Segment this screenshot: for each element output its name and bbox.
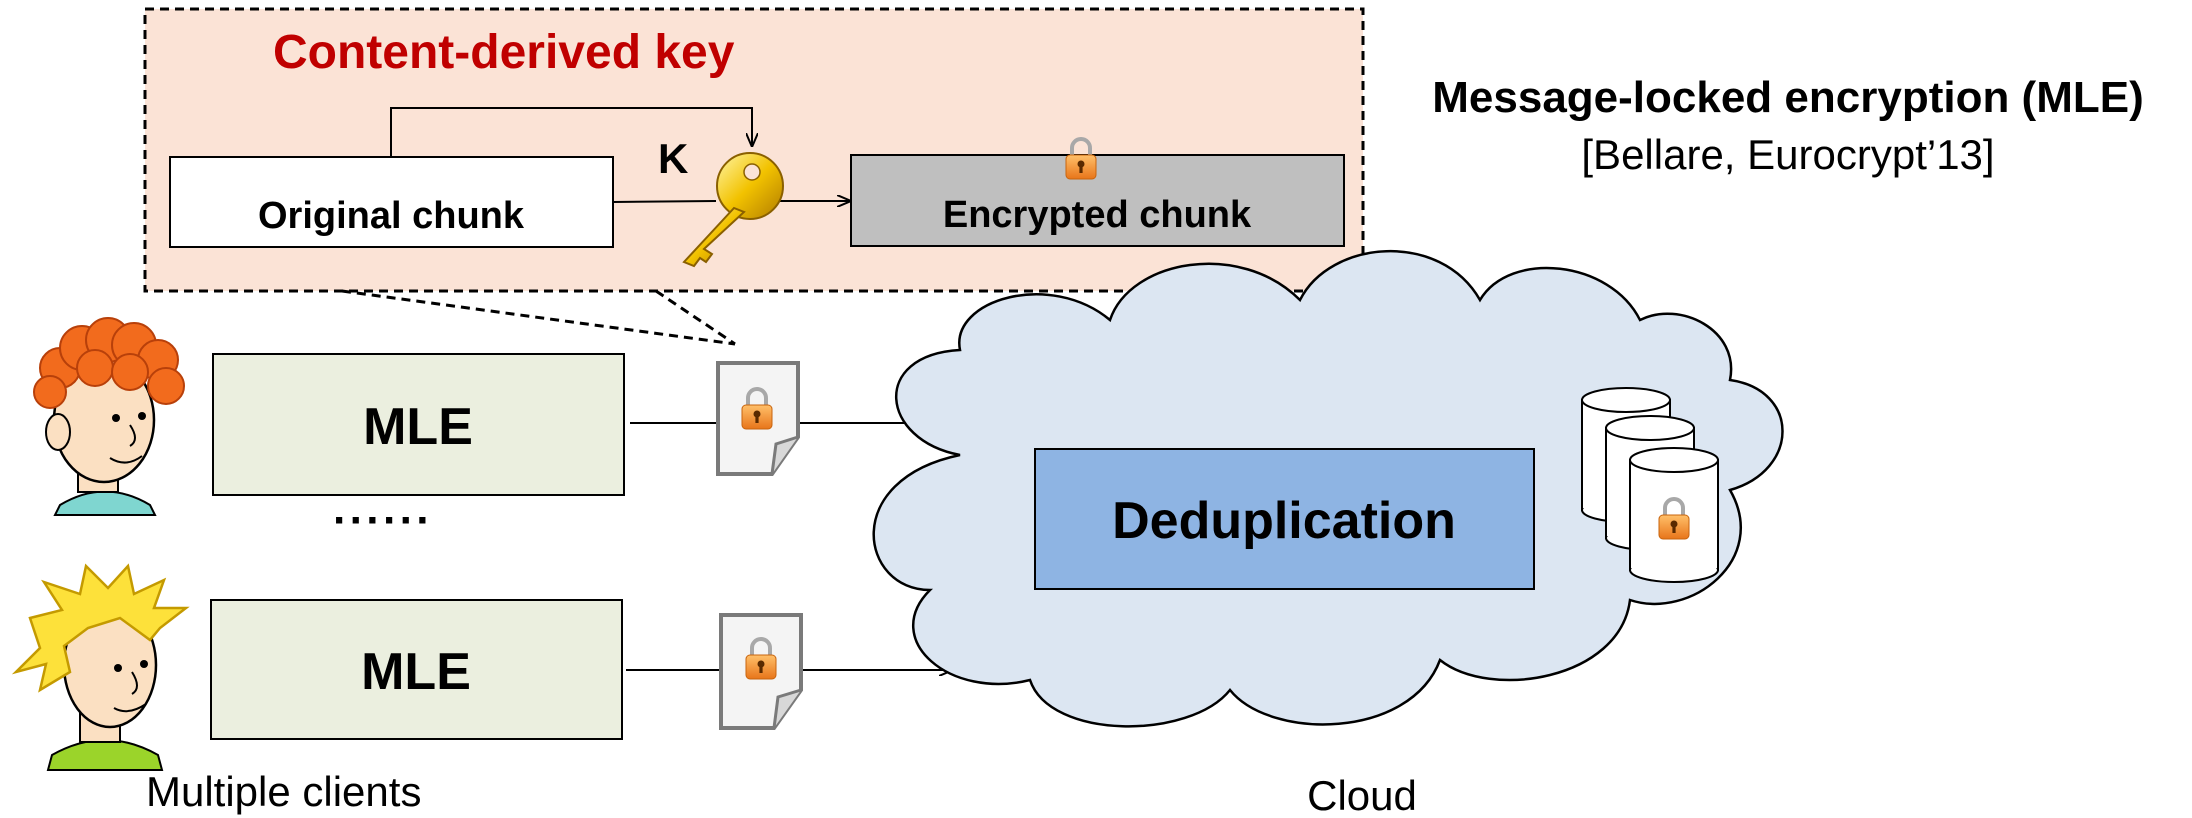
- key-label: K: [658, 135, 688, 182]
- client-1-mle-box: [212, 353, 625, 496]
- clients-caption: Multiple clients: [146, 768, 421, 815]
- inset-callout-right: [655, 289, 736, 346]
- encrypted-chunk-label: Encrypted chunk: [943, 194, 1252, 236]
- cloud-caption: Cloud: [1307, 772, 1417, 818]
- database-icon: [1581, 387, 1719, 583]
- mle-heading: Message-locked encryption (MLE): [1432, 73, 2143, 122]
- client-1-avatar: [33, 317, 185, 516]
- client-2-mle-box: [210, 599, 623, 740]
- encrypted-file-icon: [719, 613, 803, 730]
- key-icon: [682, 152, 784, 268]
- client-2-avatar: [11, 563, 190, 771]
- original-chunk-box: [169, 156, 614, 248]
- encrypted-chunk-box: [850, 154, 1345, 247]
- key-derivation-arrow: [390, 107, 752, 157]
- encrypted-file-icon: [716, 361, 800, 476]
- original-chunk-label: Original chunk: [258, 195, 525, 237]
- deduplication-label: Deduplication: [1112, 492, 1456, 550]
- chunk-to-key-line: [612, 200, 717, 203]
- inset-callout-left: [341, 289, 736, 346]
- clients-ellipsis: ······: [333, 496, 433, 545]
- deduplication-box: [1034, 448, 1535, 590]
- content-derived-key-inset: Content-derived key Original chunk K Enc…: [143, 7, 1365, 346]
- client-1-mle-label: MLE: [363, 398, 473, 456]
- inset-title: Content-derived key: [273, 26, 735, 79]
- client-2-mle-label: MLE: [361, 643, 471, 701]
- mle-citation: [Bellare, Eurocrypt’13]: [1581, 131, 1994, 178]
